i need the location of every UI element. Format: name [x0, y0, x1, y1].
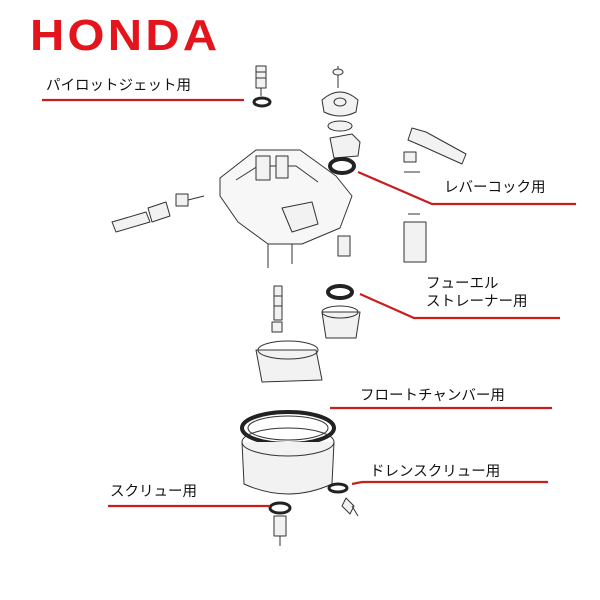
main-jet-part	[271, 321, 283, 333]
label-pilot-jet: パイロットジェット用	[46, 78, 191, 94]
top-screw-part	[332, 66, 344, 88]
label-fuel-strainer-line1: フューエル	[426, 276, 499, 292]
choke-lever-part	[403, 127, 467, 173]
label-lever-cock: レバーコック用	[444, 180, 546, 196]
carburetor-body-part	[219, 149, 353, 268]
leader-line-drain-screw	[351, 480, 548, 486]
drain-screw-part	[327, 482, 359, 517]
fuel-strainer-gasket	[326, 284, 354, 300]
label-screw: スクリュー用	[110, 484, 197, 500]
float-part	[255, 340, 323, 383]
washer-part	[327, 120, 353, 132]
needle-valve-part	[337, 235, 351, 257]
label-float-chamber: フロートチャンバー用	[360, 388, 505, 404]
leader-line-fuel-strainer	[359, 292, 560, 320]
honda-logo: HONDA	[30, 11, 221, 60]
lever-body-part	[329, 133, 361, 159]
fuel-strainer-part	[321, 305, 361, 339]
bottom-screw-part	[273, 515, 287, 546]
main-nozzle-part	[273, 285, 283, 321]
pilot-jet-oring	[252, 96, 272, 108]
float-valve-part	[403, 213, 427, 263]
side-bolt-part	[175, 193, 205, 207]
pilot-jet-part	[255, 65, 267, 96]
leader-line-lever-cock	[357, 170, 576, 206]
bottom-screw-washer	[268, 501, 292, 515]
float-chamber-gasket-inner	[247, 415, 329, 441]
label-fuel-strainer-line2: ストレーナー用	[426, 294, 528, 310]
lever-cock-gasket	[328, 157, 356, 175]
cap-part	[321, 91, 359, 117]
label-drain-screw: ドレンスクリュー用	[370, 464, 501, 480]
idle-screw-part	[111, 201, 171, 233]
